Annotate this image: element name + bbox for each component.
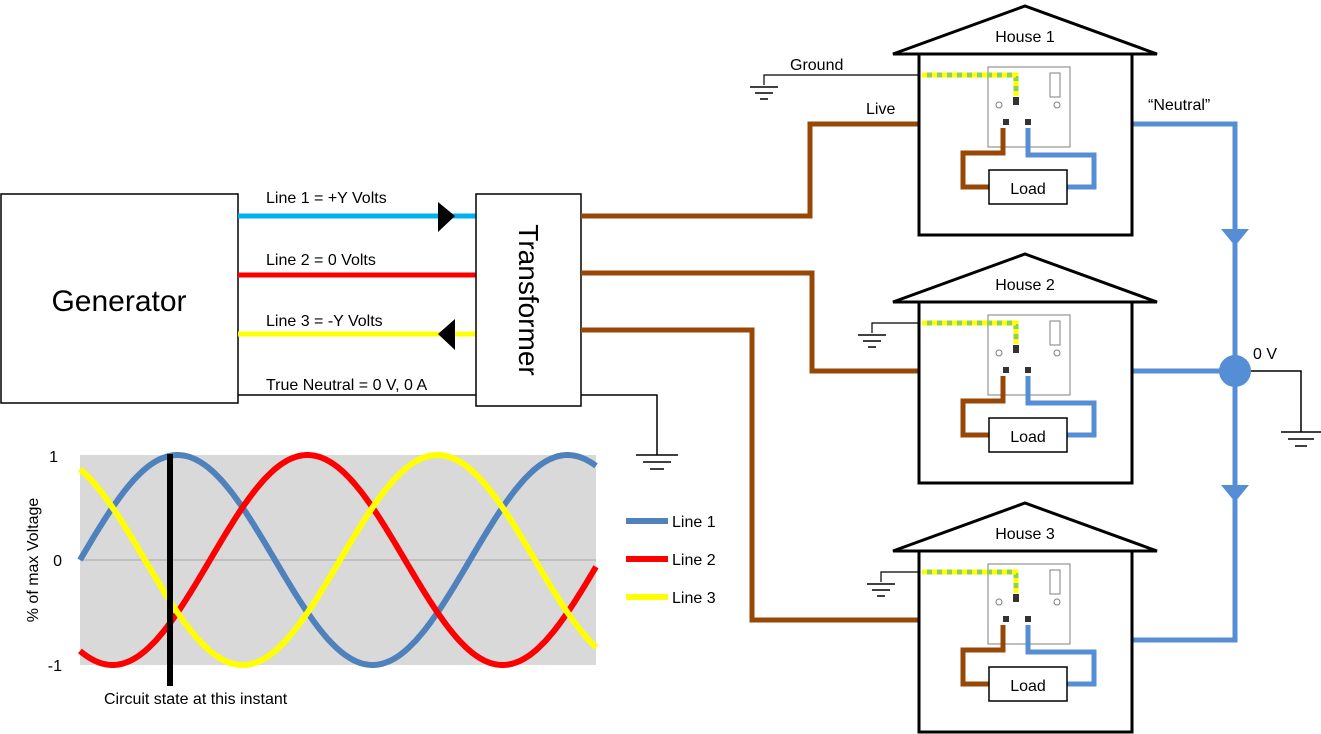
socket-switch-icon bbox=[1049, 569, 1061, 595]
house-2: House 2 Load bbox=[858, 252, 1158, 485]
neutral-arrow-icon bbox=[1221, 485, 1249, 502]
socket-screw-icon bbox=[995, 598, 1003, 606]
generator: Generator bbox=[0, 193, 239, 404]
neutral-arrow-icon bbox=[1221, 229, 1249, 246]
earth-wire-stripe bbox=[922, 72, 1019, 96]
transformer-box bbox=[475, 193, 582, 407]
legend-label: Line 2 bbox=[672, 552, 716, 569]
load-label: Load bbox=[1010, 429, 1046, 446]
socket-screw-icon bbox=[1053, 598, 1061, 606]
socket-earth-pin bbox=[1013, 97, 1019, 105]
socket-earth-pin bbox=[1013, 594, 1019, 602]
house-name: House 2 bbox=[995, 277, 1055, 294]
neutral-junction-node bbox=[1219, 355, 1251, 387]
load-live-wire bbox=[960, 128, 1006, 190]
ground-wire bbox=[880, 571, 919, 582]
supply-lines: Line 1 = +Y Volts Line 2 = 0 Volts Line … bbox=[238, 190, 476, 396]
legend-label: Line 3 bbox=[672, 590, 716, 607]
true-neutral-label: True Neutral = 0 V, 0 A bbox=[266, 377, 427, 394]
socket-neutral-pin bbox=[1025, 616, 1031, 622]
load-label: Load bbox=[1010, 678, 1046, 695]
house-3: House 3 Load bbox=[867, 501, 1158, 734]
waveform-chart: 1 0 -1 % of max Voltage Circuit state at… bbox=[25, 449, 716, 708]
neutral-ground-icon bbox=[1251, 370, 1321, 447]
line2-label: Line 2 = 0 Volts bbox=[266, 252, 376, 269]
socket-live-pin bbox=[1003, 616, 1009, 622]
house-name: House 3 bbox=[995, 526, 1055, 543]
load-box bbox=[988, 169, 1068, 205]
y-axis-label: % of max Voltage bbox=[25, 498, 42, 623]
load-neutral-wire bbox=[1025, 376, 1097, 438]
ytick-label: 1 bbox=[49, 449, 58, 466]
socket-screw-icon bbox=[1053, 349, 1061, 357]
load-box bbox=[988, 666, 1068, 702]
ytick-label: 0 bbox=[53, 553, 62, 570]
house-name: House 1 bbox=[995, 29, 1055, 46]
socket-screw-icon bbox=[1053, 101, 1061, 109]
socket-screw-icon bbox=[995, 349, 1003, 357]
transformer-label: Transformer bbox=[513, 224, 544, 375]
socket-live-pin bbox=[1003, 119, 1009, 125]
ground-label: Ground bbox=[790, 57, 843, 74]
socket-switch-icon bbox=[1049, 320, 1061, 346]
load-label: Load bbox=[1010, 181, 1046, 198]
generator-label: Generator bbox=[51, 285, 186, 318]
series-line-3 bbox=[78, 452, 599, 668]
earth-wire-stripe bbox=[922, 320, 1019, 344]
earth-wire-stripe bbox=[922, 569, 1019, 593]
live-label: Live bbox=[866, 101, 895, 118]
series-line-1 bbox=[77, 452, 598, 668]
live-feeders bbox=[581, 121, 1006, 623]
chart-series bbox=[77, 452, 599, 668]
series-line-2 bbox=[78, 452, 599, 668]
house-1: House 1 Load bbox=[750, 4, 1158, 237]
socket-earth-pin bbox=[1013, 345, 1019, 353]
socket-switch-icon bbox=[1049, 72, 1061, 98]
load-live-wire bbox=[960, 625, 1006, 687]
socket-neutral-pin bbox=[1025, 119, 1031, 125]
neutral-label: “Neutral” bbox=[1148, 97, 1210, 114]
socket-live-pin bbox=[1003, 367, 1009, 373]
load-box bbox=[988, 417, 1068, 453]
transformer-ground-icon bbox=[581, 394, 678, 470]
socket-neutral-pin bbox=[1025, 367, 1031, 373]
line3-arrow-icon bbox=[438, 319, 455, 350]
legend-label: Line 1 bbox=[672, 514, 716, 531]
live-feeder-house2 bbox=[581, 270, 1006, 374]
ground-wire bbox=[763, 74, 919, 85]
socket-screw-icon bbox=[995, 101, 1003, 109]
load-neutral-wire bbox=[1025, 625, 1097, 687]
marker-label: Circuit state at this instant bbox=[104, 691, 288, 708]
generator-box bbox=[0, 193, 239, 404]
line1-label: Line 1 = +Y Volts bbox=[266, 190, 387, 207]
line1-arrow-icon bbox=[438, 202, 455, 232]
live-feeder-house1 bbox=[581, 121, 1006, 219]
zero-volt-label: 0 V bbox=[1253, 346, 1277, 363]
ytick-label: -1 bbox=[48, 658, 62, 675]
load-neutral-wire bbox=[1025, 128, 1097, 190]
legend: Line 1 Line 2 Line 3 bbox=[626, 514, 716, 607]
transformer: Transformer bbox=[475, 193, 582, 407]
live-feeder-house3 bbox=[581, 327, 1006, 623]
load-live-wire bbox=[960, 376, 1006, 438]
line3-label: Line 3 = -Y Volts bbox=[266, 313, 383, 330]
ground-wire bbox=[871, 322, 919, 333]
